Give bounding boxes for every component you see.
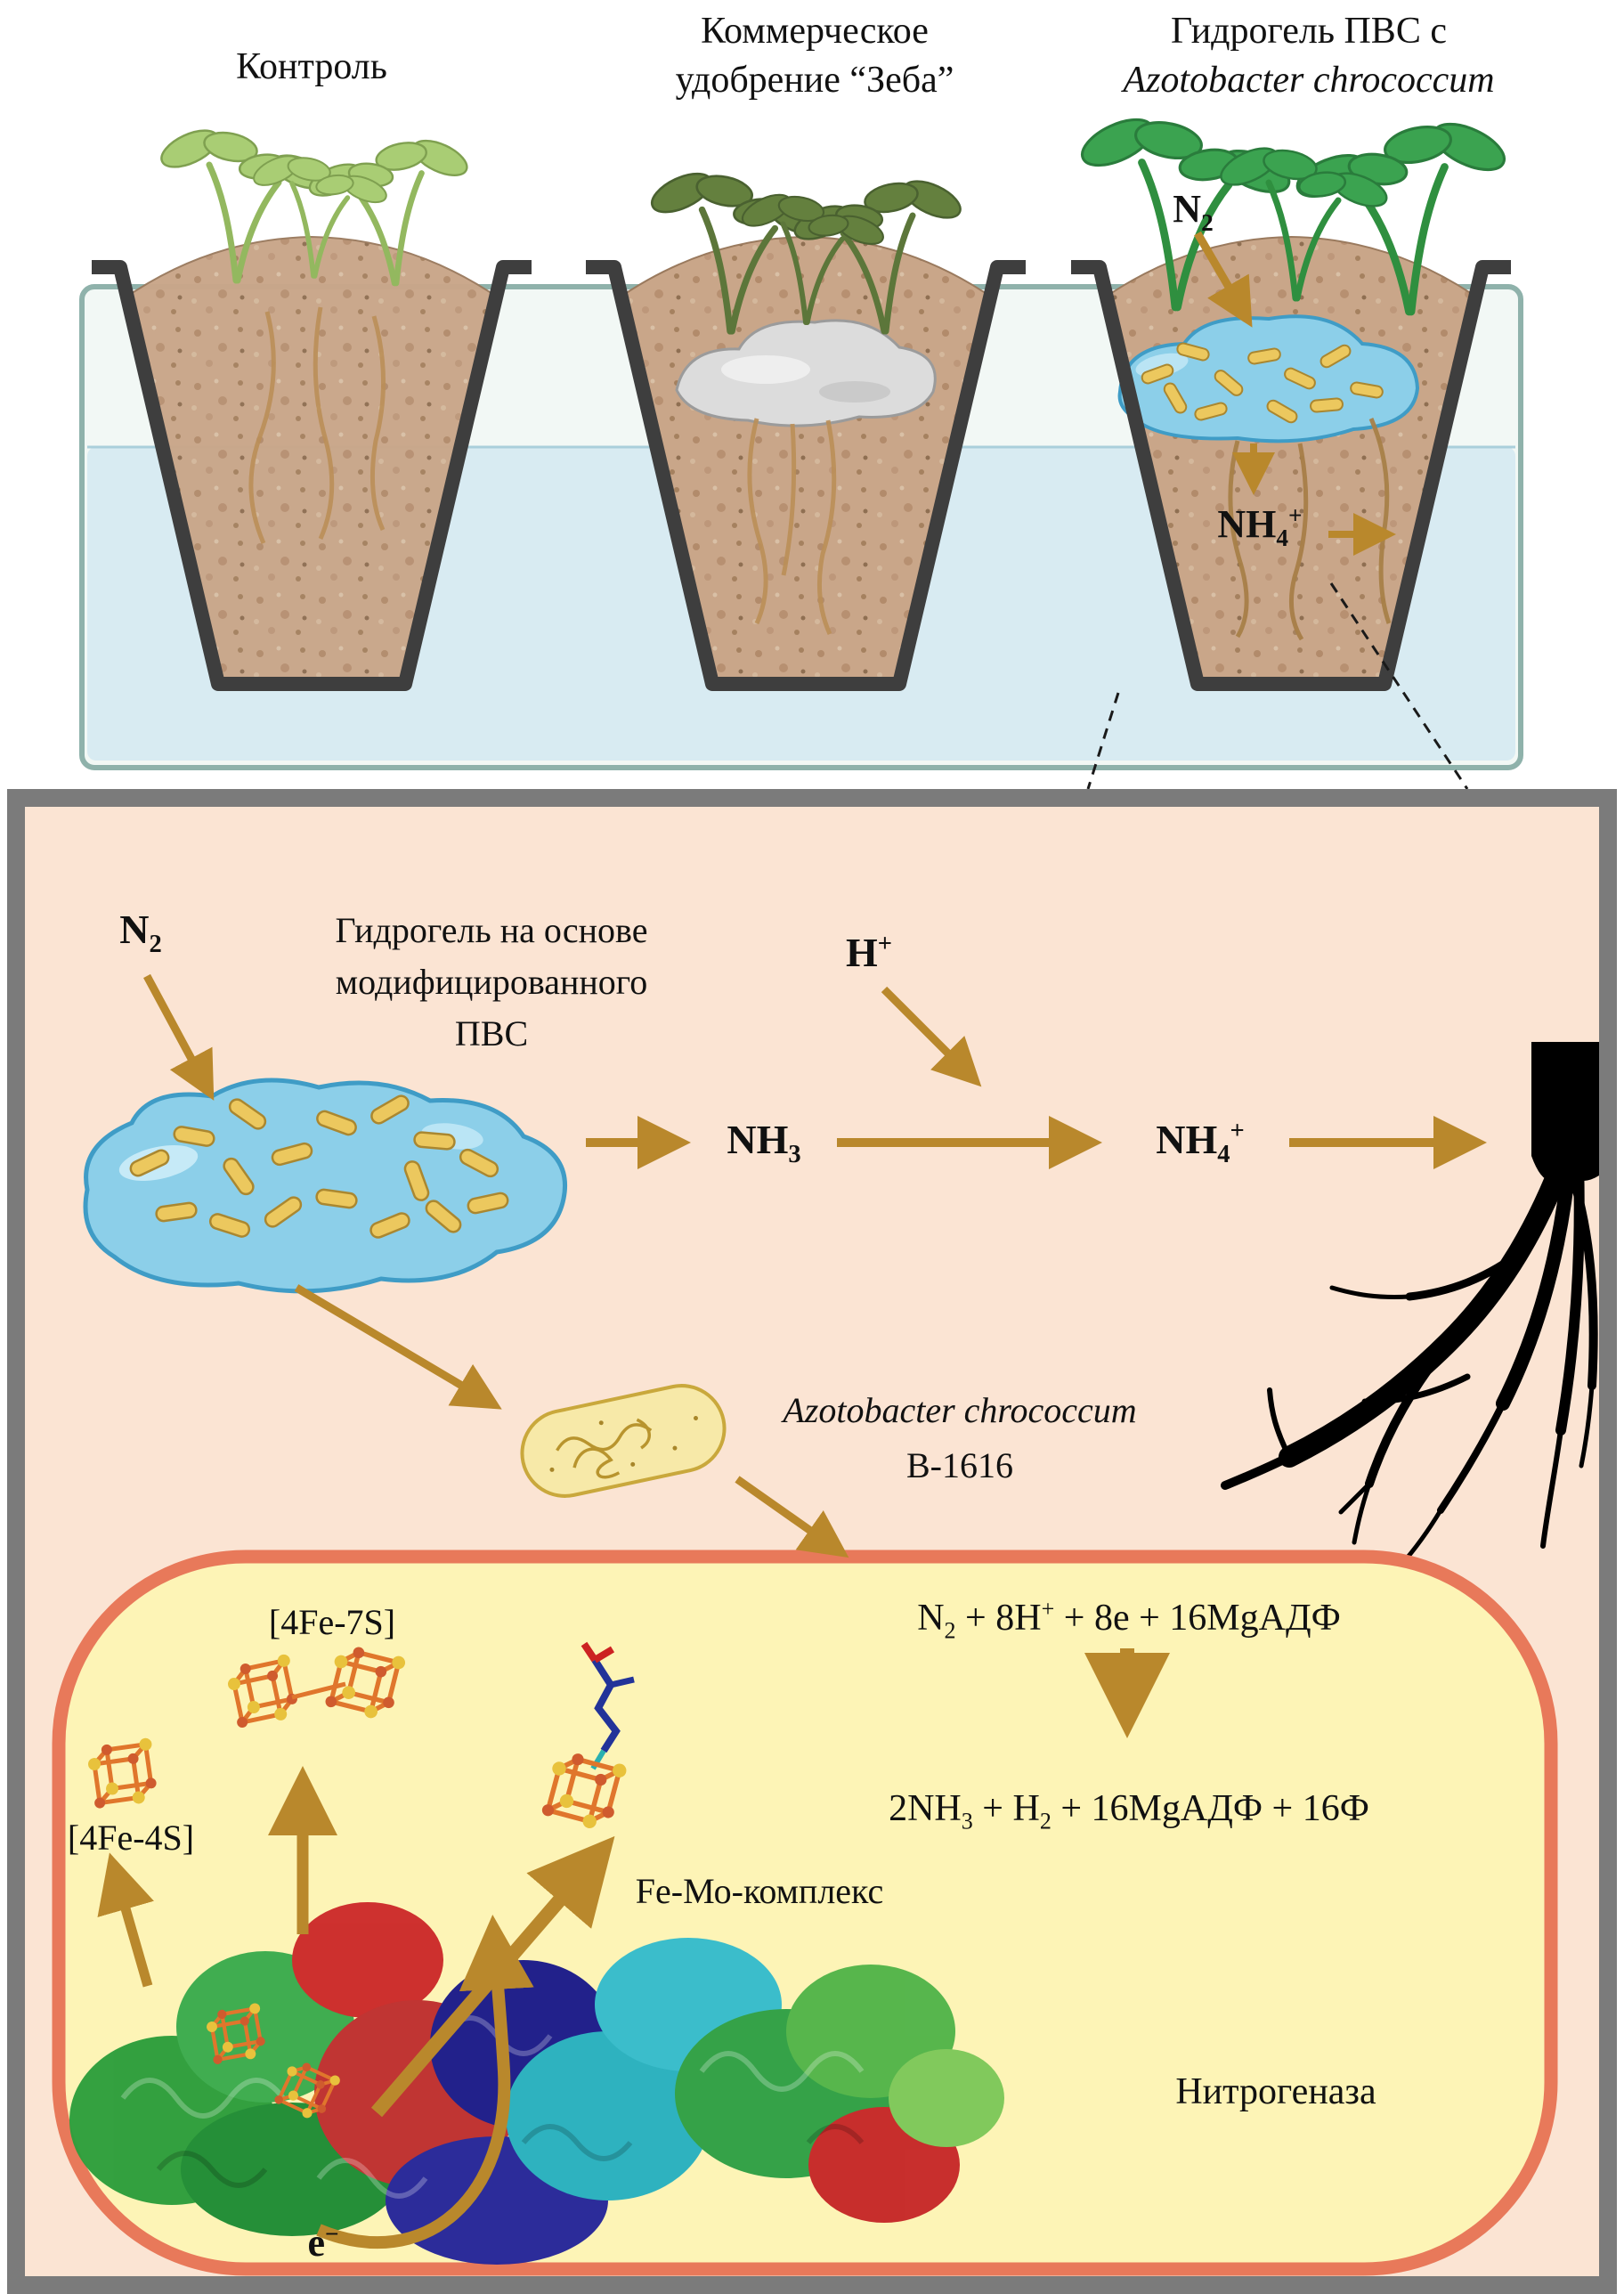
femo-cofactor-structure (540, 1641, 635, 1834)
hydrogel-caption-line2: модифицированного (335, 962, 648, 1002)
pot-pva-azotobacter (1071, 110, 1511, 691)
pot2-label: Коммерческое удобрение “Зеба” (641, 7, 988, 106)
nitrogenase-protein (69, 1902, 1004, 2265)
top-n2-label: N2 (1173, 187, 1214, 236)
pot-control (92, 123, 532, 691)
electron-label: e− (307, 2220, 339, 2265)
inset-arrows (97, 973, 1487, 2249)
pot-outline (1071, 260, 1511, 691)
equation-top: N2 + 8H+ + 8e + 16MgАДФ (917, 1596, 1341, 1644)
hydrogel-caption: Гидрогель на основе модифицированного ПВ… (242, 905, 741, 1060)
azotobacter-strain: В-1616 (906, 1445, 1013, 1485)
pot-outline (92, 260, 532, 691)
h-plus-label: H+ (845, 930, 893, 975)
pot-outline (586, 260, 1026, 691)
azotobacter-cell (520, 1384, 727, 1498)
hydrogel-caption-line3: ПВС (454, 1013, 529, 1053)
azotobacter-name: Azotobacter chrococcum (783, 1390, 1137, 1430)
pot1-label: Контроль (236, 46, 387, 87)
pot-zeba (586, 166, 1026, 691)
pot2-label-line1: Коммерческое (701, 11, 929, 52)
mechanism-scene (52, 973, 1599, 2276)
cell-dna-squiggle (556, 1418, 653, 1479)
cluster-4fe7s-label: [4Fe-7S] (268, 1602, 396, 1642)
zoom-dashed-lines (1086, 582, 1469, 790)
pot3-label: Гидрогель ПВС с Azotobacter chrococcum (1104, 7, 1514, 106)
inset-n2-label: N2 (119, 907, 162, 959)
pot3-label-line2: Azotobacter chrococcum (1123, 60, 1495, 102)
pots-scene (79, 110, 1523, 790)
roots (248, 306, 386, 544)
mechanism-inset: N2 Гидрогель на основе модифицированного… (7, 789, 1617, 2294)
equation-bottom: 2NH3 + H2 + 16MgАДФ + 16Ф (889, 1788, 1369, 1834)
nitrogenase-label: Нитрогеназа (1175, 2071, 1376, 2112)
nitrogen-arrows (1194, 231, 1396, 556)
inset-hydrogel-blob (83, 1078, 567, 1294)
cluster-4fe7s-structure (224, 1641, 407, 1730)
roots (747, 418, 837, 636)
nh3-label: NH3 (727, 1117, 801, 1169)
inset-nh4-label: NH4+ (1156, 1117, 1245, 1169)
femo-complex-label: Fe-Мо-комплекс (635, 1871, 884, 1911)
pot2-label-line2: удобрение “Зеба” (675, 60, 954, 102)
cluster-4fe4s-label: [4Fe-4S] (67, 1818, 195, 1858)
root-silhouette (1221, 1042, 1599, 1568)
pot3-label-line1: Гидрогель ПВС с (1171, 11, 1447, 52)
hydrogel-caption-line1: Гидрогель на основе (335, 910, 648, 950)
top-nh4-label: NH4+ (1217, 501, 1303, 551)
